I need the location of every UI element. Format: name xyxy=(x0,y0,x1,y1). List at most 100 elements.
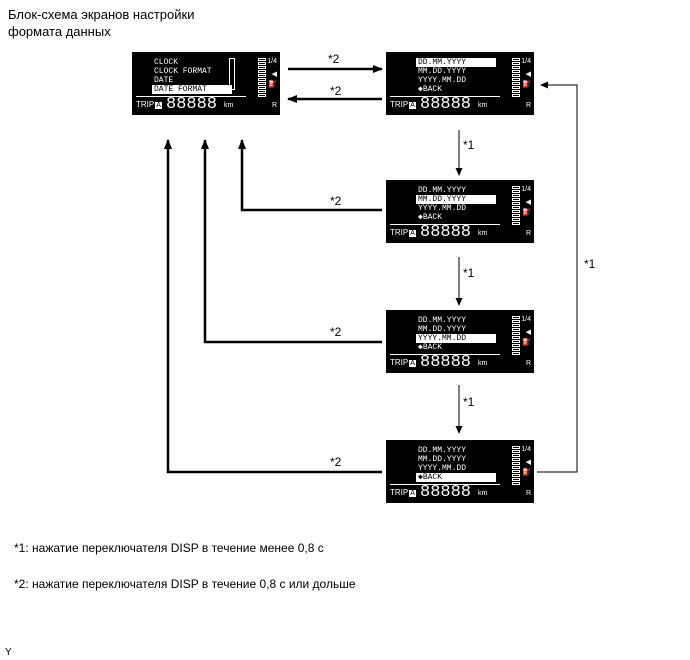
menu-line: YYYY.MM.DD xyxy=(416,204,496,213)
page-indicator: 1/4 xyxy=(521,58,531,65)
menu-line: DD.MM.YYYY xyxy=(416,316,496,325)
speaker-icon: ◀ xyxy=(525,459,531,466)
menu-line: CLOCK xyxy=(154,58,179,67)
odometer-readout: 88888 xyxy=(420,353,472,372)
label-opt3-to-main: *2 xyxy=(330,325,342,339)
trip-letter: A xyxy=(409,230,416,237)
menu-line: MM.DD.YYYY xyxy=(416,455,496,464)
speaker-icon: ◀ xyxy=(525,329,531,336)
odometer-readout: 88888 xyxy=(420,223,472,242)
menu-line-text: BACK xyxy=(422,473,443,482)
back-arrow-icon: ◆ xyxy=(418,343,423,352)
fuel-gauge xyxy=(512,446,520,492)
menu-line: MM.DD.YYYY xyxy=(416,195,496,204)
page-indicator: 1/4 xyxy=(267,58,277,65)
distance-unit: km xyxy=(478,230,488,237)
menu-line-text: DD.MM.YYYY xyxy=(418,186,467,195)
trip-label: TRIP xyxy=(390,488,409,497)
distance-unit: km xyxy=(478,360,488,367)
menu-scrollbar xyxy=(229,58,235,90)
distance-unit: km xyxy=(224,102,234,109)
trip-letter: A xyxy=(409,490,416,497)
arrow-opt2-to-main xyxy=(238,139,382,212)
menu-line: ◆BACK xyxy=(416,85,496,94)
menu-line: DD.MM.YYYY xyxy=(416,446,496,455)
page-indicator: 1/4 xyxy=(521,186,531,193)
gear-indicator: R xyxy=(525,230,531,237)
menu-line-text: MM.DD.YYYY xyxy=(418,325,467,334)
trip-letter: A xyxy=(409,360,416,367)
menu-line-text: YYYY.MM.DD xyxy=(418,204,467,213)
speaker-icon: ◀ xyxy=(525,71,531,78)
label-main-to-opt1: *2 xyxy=(328,52,340,66)
trip-label: TRIP xyxy=(390,228,409,237)
back-arrow-icon: ◆ xyxy=(418,473,423,482)
menu-line: DATE FORMAT xyxy=(152,85,232,94)
fuel-pump-icon: ⛽ xyxy=(522,339,531,346)
back-arrow-icon: ◆ xyxy=(418,85,423,94)
label-opt4-to-opt1: *1 xyxy=(584,257,596,271)
menu-line-text: YYYY.MM.DD xyxy=(418,464,467,473)
trip-label: TRIP xyxy=(390,358,409,367)
arrow-opt4-to-main xyxy=(164,139,382,474)
divider xyxy=(390,224,500,225)
menu-line: DD.MM.YYYY xyxy=(416,58,496,67)
label-opt1-to-main: *2 xyxy=(330,84,342,98)
fuel-pump-icon: ⛽ xyxy=(268,81,277,88)
menu-line-text: YYYY.MM.DD xyxy=(418,76,467,85)
speaker-icon: ◀ xyxy=(271,71,277,78)
arrow-opt3-to-main xyxy=(201,139,382,344)
gear-indicator: R xyxy=(525,490,531,497)
menu-line-text: BACK xyxy=(422,85,443,94)
fuel-gauge xyxy=(512,58,520,104)
screen-main: CLOCK CLOCK FORMAT DATE DATE FORMAT TRIP… xyxy=(132,52,280,115)
menu-line-text: YYYY.MM.DD xyxy=(418,334,467,343)
screen-menu: CLOCK CLOCK FORMAT DATE DATE FORMAT xyxy=(152,58,232,94)
label-opt3-to-opt4: *1 xyxy=(463,395,475,409)
menu-line-text: BACK xyxy=(422,343,443,352)
menu-line: YYYY.MM.DD xyxy=(416,464,496,473)
label-opt2-to-main: *2 xyxy=(330,194,342,208)
corner-mark: Y xyxy=(5,647,12,658)
menu-line-text: DD.MM.YYYY xyxy=(418,58,467,67)
odometer-readout: 88888 xyxy=(420,95,472,114)
page-indicator: 1/4 xyxy=(521,316,531,323)
trip-label: TRIP xyxy=(390,100,409,109)
menu-line: ◆BACK xyxy=(416,213,496,222)
label-opt4-to-main: *2 xyxy=(330,455,342,469)
menu-line-text: MM.DD.YYYY xyxy=(418,455,467,464)
gear-indicator: R xyxy=(271,102,277,109)
menu-line: DD.MM.YYYY xyxy=(416,186,496,195)
menu-line: YYYY.MM.DD xyxy=(416,334,496,343)
menu-line-text: BACK xyxy=(422,213,443,222)
label-opt1-to-opt2: *1 xyxy=(463,138,475,152)
arrow-opt4-to-opt1 xyxy=(537,81,578,473)
fuel-pump-icon: ⛽ xyxy=(522,469,531,476)
divider xyxy=(390,96,500,97)
divider xyxy=(390,354,500,355)
menu-line: MM.DD.YYYY xyxy=(416,67,496,76)
footnote-long-press: *2: нажатие переключателя DISP в течение… xyxy=(14,577,356,591)
label-opt2-to-opt3: *1 xyxy=(463,266,475,280)
menu-line: MM.DD.YYYY xyxy=(416,325,496,334)
trip-letter: A xyxy=(155,102,162,109)
menu-line-text: DD.MM.YYYY xyxy=(418,316,467,325)
menu-line: DATE xyxy=(154,76,174,85)
menu-line: ◆BACK xyxy=(416,473,496,482)
distance-unit: km xyxy=(478,490,488,497)
title-line-1: Блок-схема экранов настройки xyxy=(8,7,195,22)
gear-indicator: R xyxy=(525,102,531,109)
menu-line: YYYY.MM.DD xyxy=(416,76,496,85)
odometer-readout: 88888 xyxy=(420,483,472,502)
page-indicator: 1/4 xyxy=(521,446,531,453)
